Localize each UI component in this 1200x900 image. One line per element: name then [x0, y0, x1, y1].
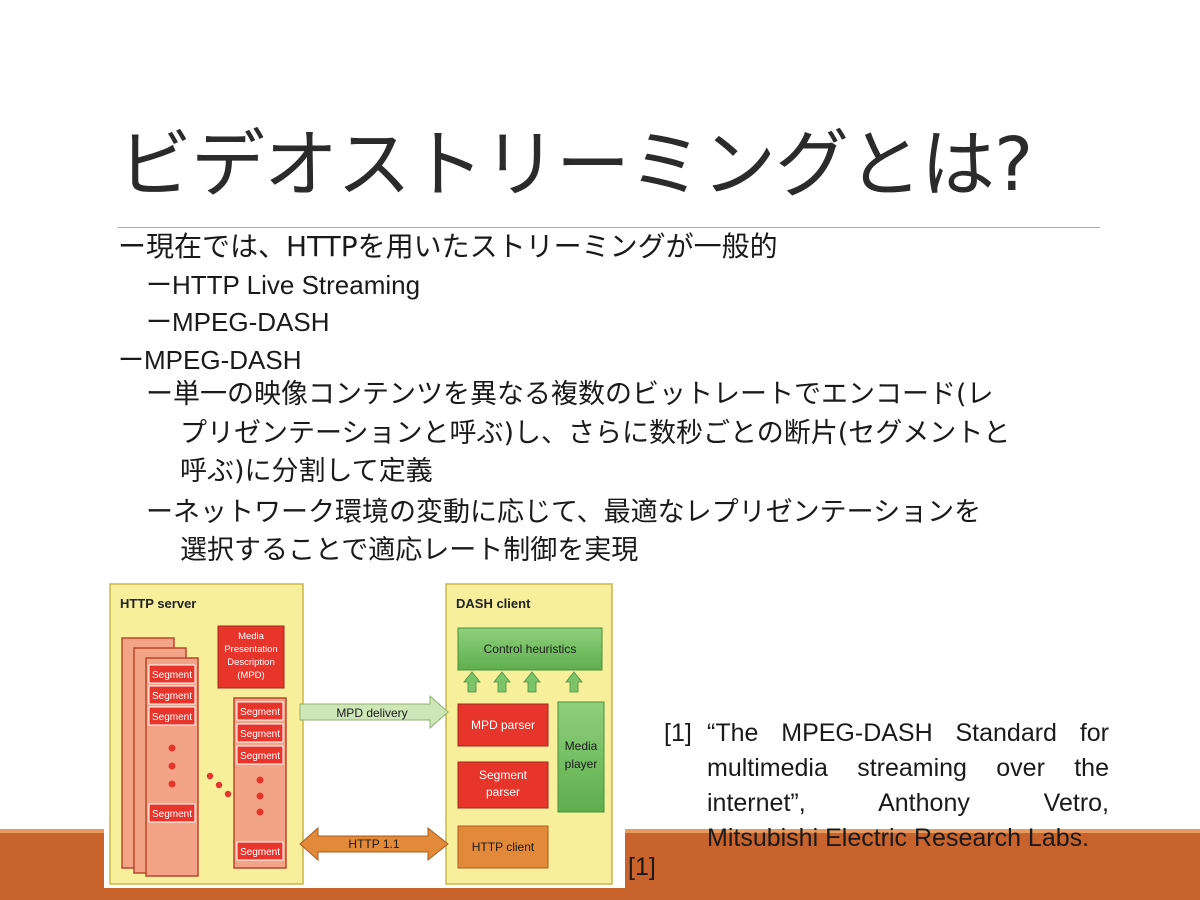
reference-text: “The MPEG-DASH Standard for multimedia s…	[707, 716, 1109, 856]
ellipsis-dot	[256, 776, 264, 784]
ellipsis-dot	[215, 781, 223, 789]
media-player-label: player	[565, 757, 598, 771]
http-arrow	[299, 826, 449, 862]
slide-title: ビデオストリーミングとは?	[118, 122, 1033, 208]
bullet-dash: ー	[118, 230, 147, 263]
mpd-delivery-arrow	[299, 694, 449, 730]
http-server-title: HTTP server	[120, 596, 196, 611]
title-divider	[118, 227, 1100, 228]
bullet-dash: ー	[146, 497, 173, 528]
up-arrow	[523, 671, 541, 693]
bullet-text: プリゼンテーションと呼ぶ)し、さらに数秒ごとの断片(セグメントと	[180, 418, 1011, 449]
bullet-dash: ー	[146, 307, 173, 337]
bullet-4: ーMPEG-DASH	[118, 345, 301, 376]
bullet-dash: ー	[118, 345, 145, 375]
segment-box	[236, 701, 284, 721]
bullet-2: ーHTTP Live Streaming	[146, 270, 420, 301]
ellipsis-dot	[168, 780, 176, 788]
bullet-dash: ー	[146, 379, 173, 410]
bullet-5-line-2: プリゼンテーションと呼ぶ)し、さらに数秒ごとの断片(セグメントと	[180, 418, 1010, 450]
segment-box	[148, 664, 196, 684]
segment-label: Segment	[152, 809, 192, 820]
dash-architecture-diagram: HTTP server Segment Segment Segment Segm…	[104, 576, 625, 888]
bullet-1: ー現在では、HTTPを用いたストリーミングが一般的	[118, 230, 778, 264]
media-player-label: Media	[565, 739, 598, 753]
mpd-box-label: (MPD)	[237, 670, 264, 681]
reference-line: internet”, Anthony Vetro,	[707, 789, 1109, 817]
segment-box	[236, 745, 284, 765]
control-heuristics-label: Control heuristics	[484, 642, 577, 656]
segment-box	[236, 841, 284, 861]
up-arrow	[565, 671, 583, 693]
bullet-text: MPEG-DASH	[144, 345, 302, 375]
mpd-box	[217, 625, 285, 689]
segment-parser-label: parser	[486, 785, 520, 799]
mpd-box-label: Media	[238, 631, 265, 642]
segment-box	[148, 803, 196, 823]
bullet-text: 現在では、HTTPを用いたストリーミングが一般的	[146, 230, 778, 263]
mpd-parser-label: MPD parser	[471, 718, 535, 732]
segment-label: Segment	[152, 691, 192, 702]
segment-label: Segment	[152, 670, 192, 681]
reference-line: Mitsubishi Electric Research Labs.	[707, 824, 1090, 852]
up-arrow	[463, 671, 481, 693]
ellipsis-dot	[224, 790, 232, 798]
reference-number: [1]	[664, 719, 692, 747]
segment-box	[148, 706, 196, 726]
bullet-text: 呼ぶ)に分割して定義	[180, 456, 433, 487]
segment-label: Segment	[152, 712, 192, 723]
bullet-text: MPEG-DASH	[172, 307, 330, 337]
segment-parser-label: Segment	[479, 768, 528, 782]
bullet-dash: ー	[146, 270, 173, 300]
segment-label: Segment	[240, 751, 280, 762]
bullet-6-line-2: 選択することで適応レート制御を実現	[180, 535, 638, 567]
diagram-citation: [1]	[628, 853, 656, 881]
ellipsis-dot	[256, 808, 264, 816]
bullet-text: ネットワーク環境の変動に応じて、最適なレプリゼンテーションを	[173, 497, 982, 528]
up-arrow	[493, 671, 511, 693]
ellipsis-dot	[256, 792, 264, 800]
mpd-box-label: Presentation	[224, 644, 277, 655]
ellipsis-dot	[168, 744, 176, 752]
control-arrows	[463, 671, 583, 693]
ellipsis-dot	[168, 762, 176, 770]
bullet-5-line-3: 呼ぶ)に分割して定義	[180, 456, 433, 488]
mpd-delivery-label: MPD delivery	[336, 706, 407, 720]
control-heuristics-box	[457, 627, 603, 671]
ellipsis-dot	[206, 772, 214, 780]
http-client-box	[457, 825, 549, 869]
bullet-text: HTTP Live Streaming	[172, 270, 421, 300]
reference-line: “The MPEG-DASH Standard for	[707, 719, 1109, 747]
http-arrow-label: HTTP 1.1	[348, 837, 399, 851]
mpd-box-label: Description	[227, 657, 275, 668]
bullet-6-line-1: ーネットワーク環境の変動に応じて、最適なレプリゼンテーションを	[146, 497, 981, 529]
segment-label: Segment	[240, 707, 280, 718]
segment-parser-box	[457, 761, 549, 809]
reference-line: multimedia streaming over the	[707, 754, 1109, 782]
diagram-svg: HTTP server Segment Segment Segment Segm…	[109, 583, 613, 885]
segment-box	[148, 685, 196, 705]
segment-label: Segment	[240, 729, 280, 740]
dash-client-title: DASH client	[456, 596, 531, 611]
bullet-3: ーMPEG-DASH	[146, 307, 329, 338]
segment-label: Segment	[240, 847, 280, 858]
bullet-text: 選択することで適応レート制御を実現	[180, 535, 639, 566]
media-player-box	[557, 701, 605, 813]
bullet-text: 単一の映像コンテンツを異なる複数のビットレートでエンコード(レ	[173, 379, 994, 410]
http-client-label: HTTP client	[472, 840, 535, 854]
bullet-5-line-1: ー単一の映像コンテンツを異なる複数のビットレートでエンコード(レ	[146, 379, 994, 411]
segment-box	[236, 723, 284, 743]
mpd-parser-box	[457, 703, 549, 747]
